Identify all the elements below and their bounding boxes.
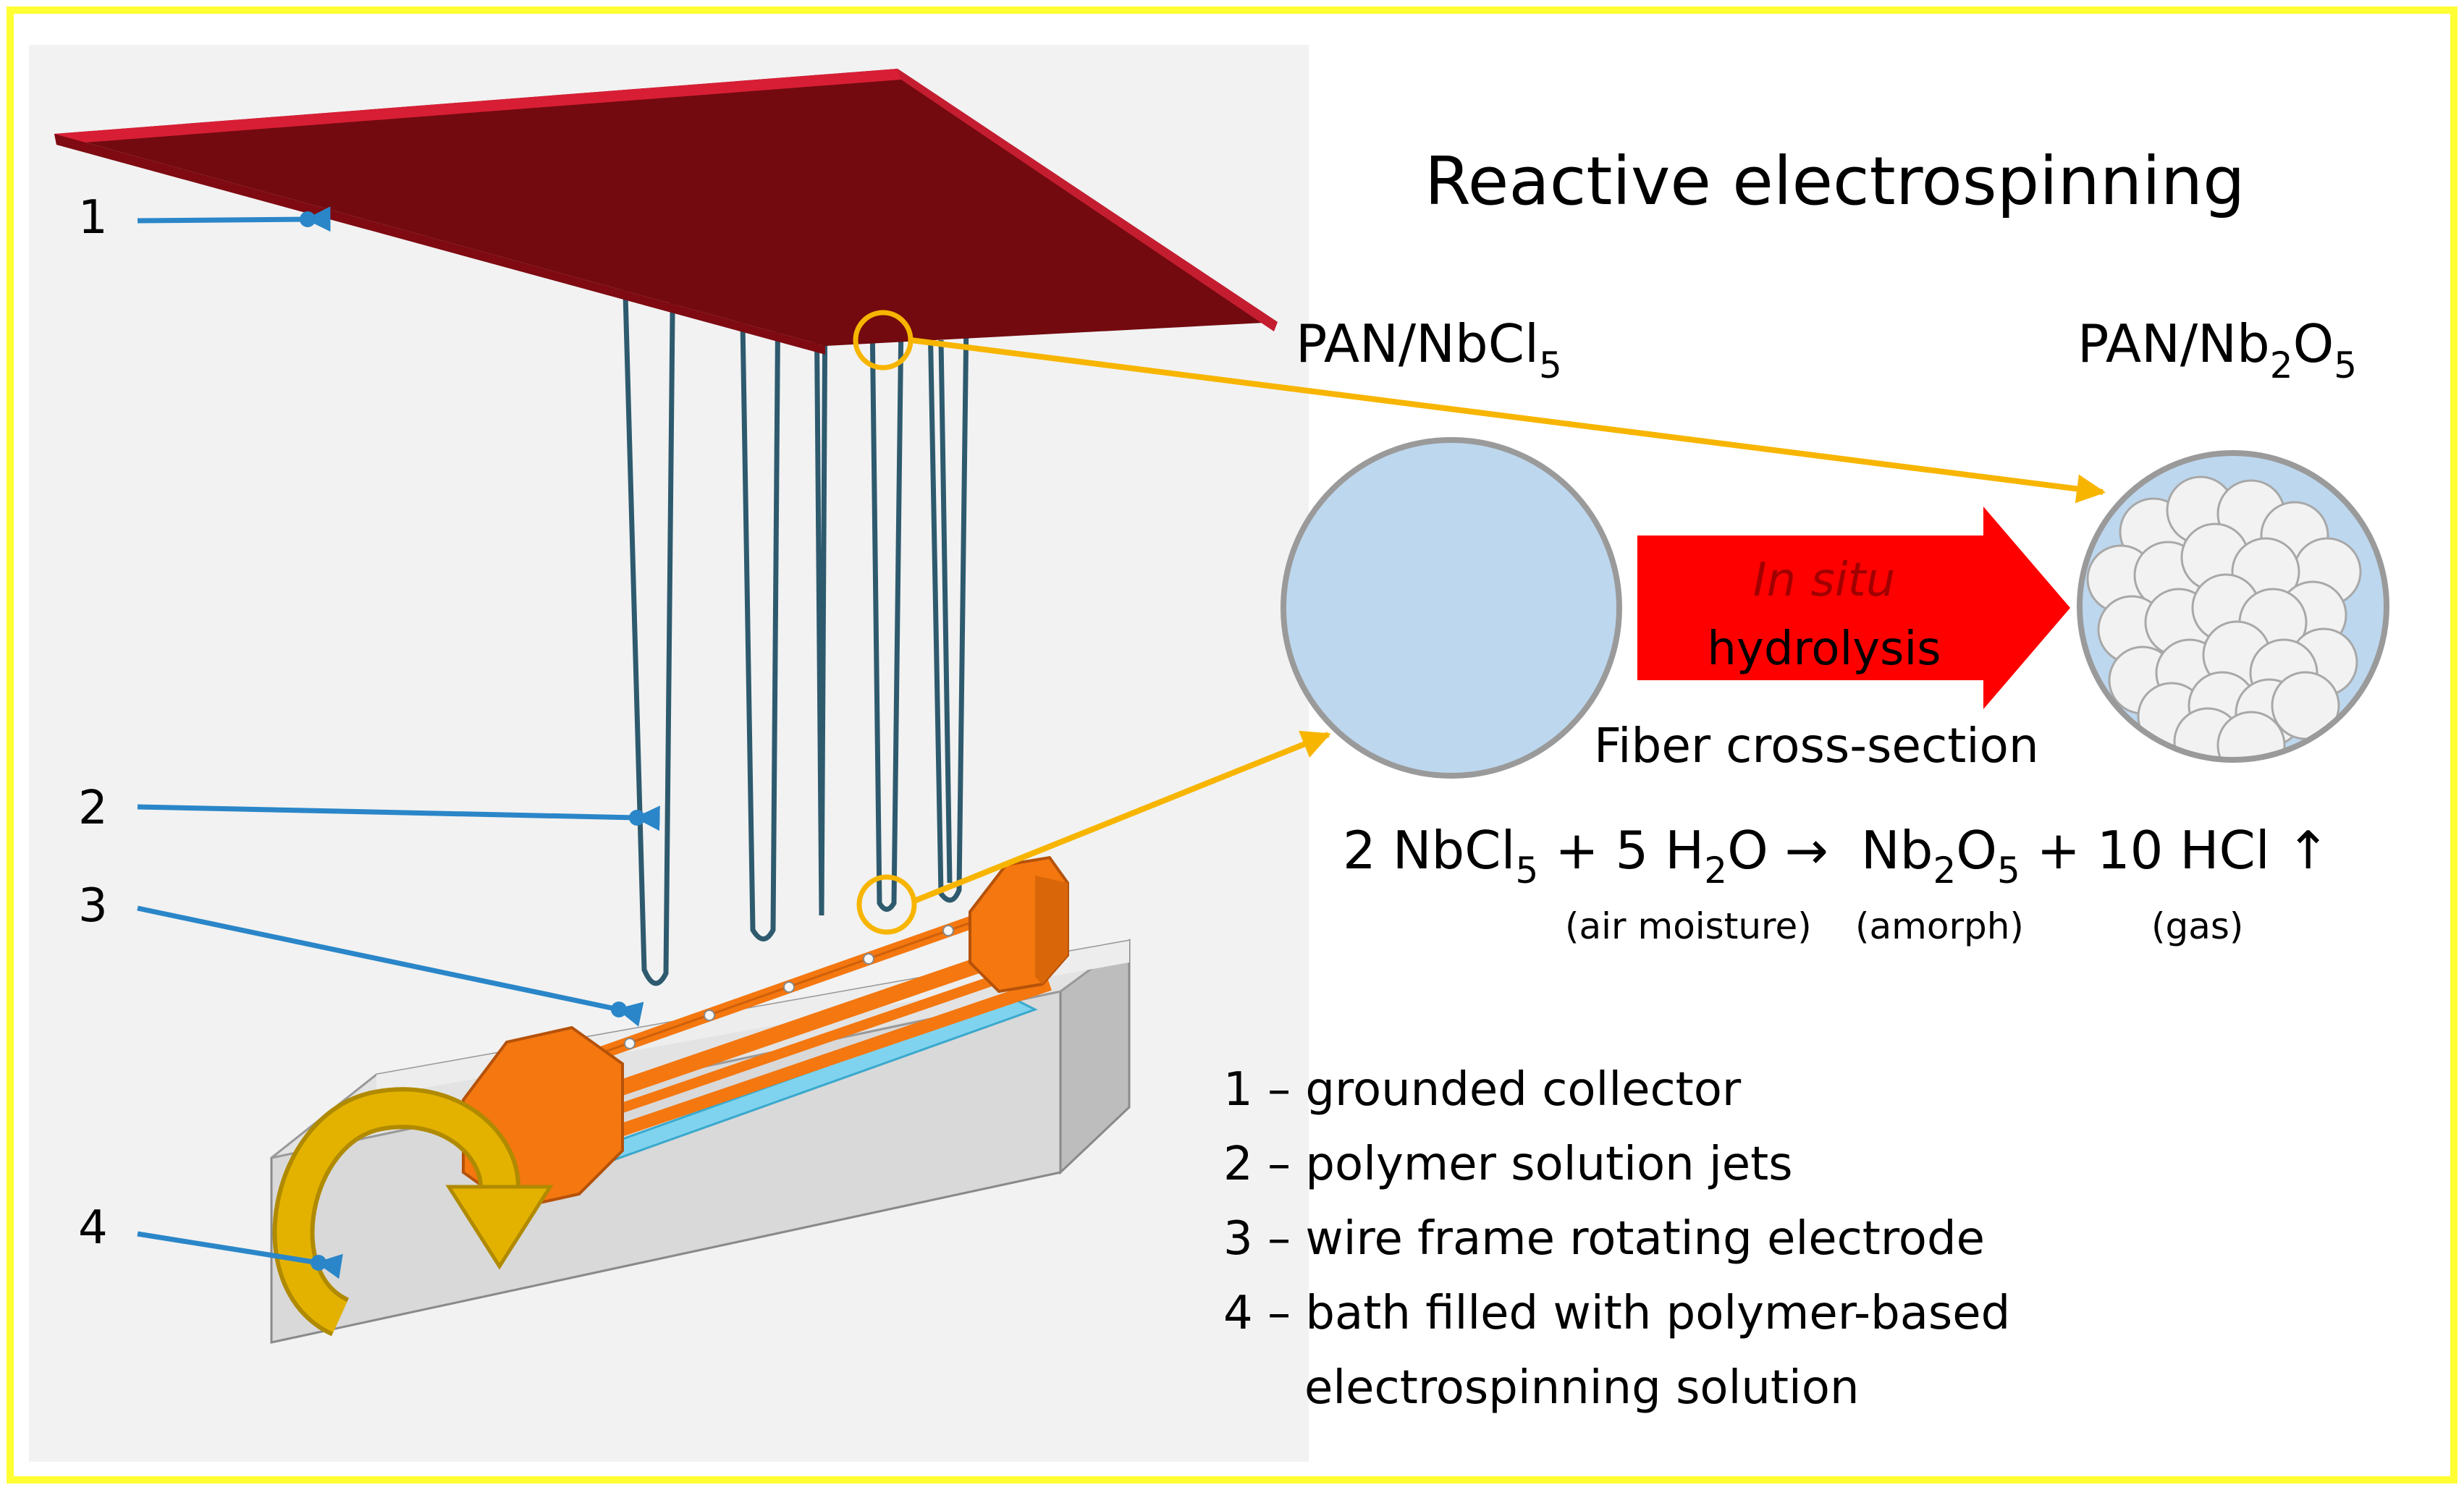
legend-item-2: 2 – polymer solution jets <box>1223 1138 1793 1191</box>
connector-arrow-product <box>910 337 2106 504</box>
hydrolysis-arrow-line1: In situ <box>1753 554 1896 607</box>
callout-number-1: 1 <box>78 191 108 245</box>
figure-title: Reactive electrospinning <box>1425 143 2245 220</box>
highlight-circle-electrode <box>856 874 917 935</box>
legend-item-1: 1 – grounded collector <box>1223 1063 1742 1117</box>
polymer-solution-jets <box>621 242 969 986</box>
rotation-arrow <box>272 1087 554 1337</box>
callout-number-2: 2 <box>78 782 108 835</box>
hydrolysis-arrow-line2: hydrolysis <box>1707 622 1941 676</box>
cross-section-label: Fiber cross-section <box>1594 718 2039 774</box>
callout-number-4: 4 <box>78 1201 108 1255</box>
legend: 1 – grounded collector 2 – polymer solut… <box>1223 1063 2010 1415</box>
note-amorph: (amorph) <box>1855 905 2024 947</box>
note-gas: (gas) <box>2151 905 2243 947</box>
nb2o5-particle <box>2216 711 2286 760</box>
grounded-collector <box>54 69 1278 355</box>
product-label: PAN/Nb2O5 <box>2077 313 2357 386</box>
reaction-equation: 2 NbCl5 + 5 H2O → Nb2O5 + 10 HCl ↑ <box>1343 820 2330 892</box>
callout-number-3: 3 <box>78 879 108 933</box>
legend-item-3: 3 – wire frame rotating electrode <box>1223 1212 1985 1266</box>
legend-item-4-cont: electrospinning solution <box>1304 1361 1860 1415</box>
nb2o5-particles <box>2086 475 2362 760</box>
hydrolysis-arrow: In situ hydrolysis <box>1637 507 2070 709</box>
connector-arrow-precursor <box>913 730 1331 904</box>
precursor-fiber-cross-section <box>1280 437 1622 779</box>
precursor-label: PAN/NbCl5 <box>1296 313 1562 386</box>
note-air-moisture: (air moisture) <box>1565 905 1812 947</box>
callout-arrows <box>137 206 660 1279</box>
legend-item-4: 4 – bath filled with polymer-based <box>1223 1287 2010 1340</box>
product-fiber-cross-section <box>2077 450 2389 763</box>
